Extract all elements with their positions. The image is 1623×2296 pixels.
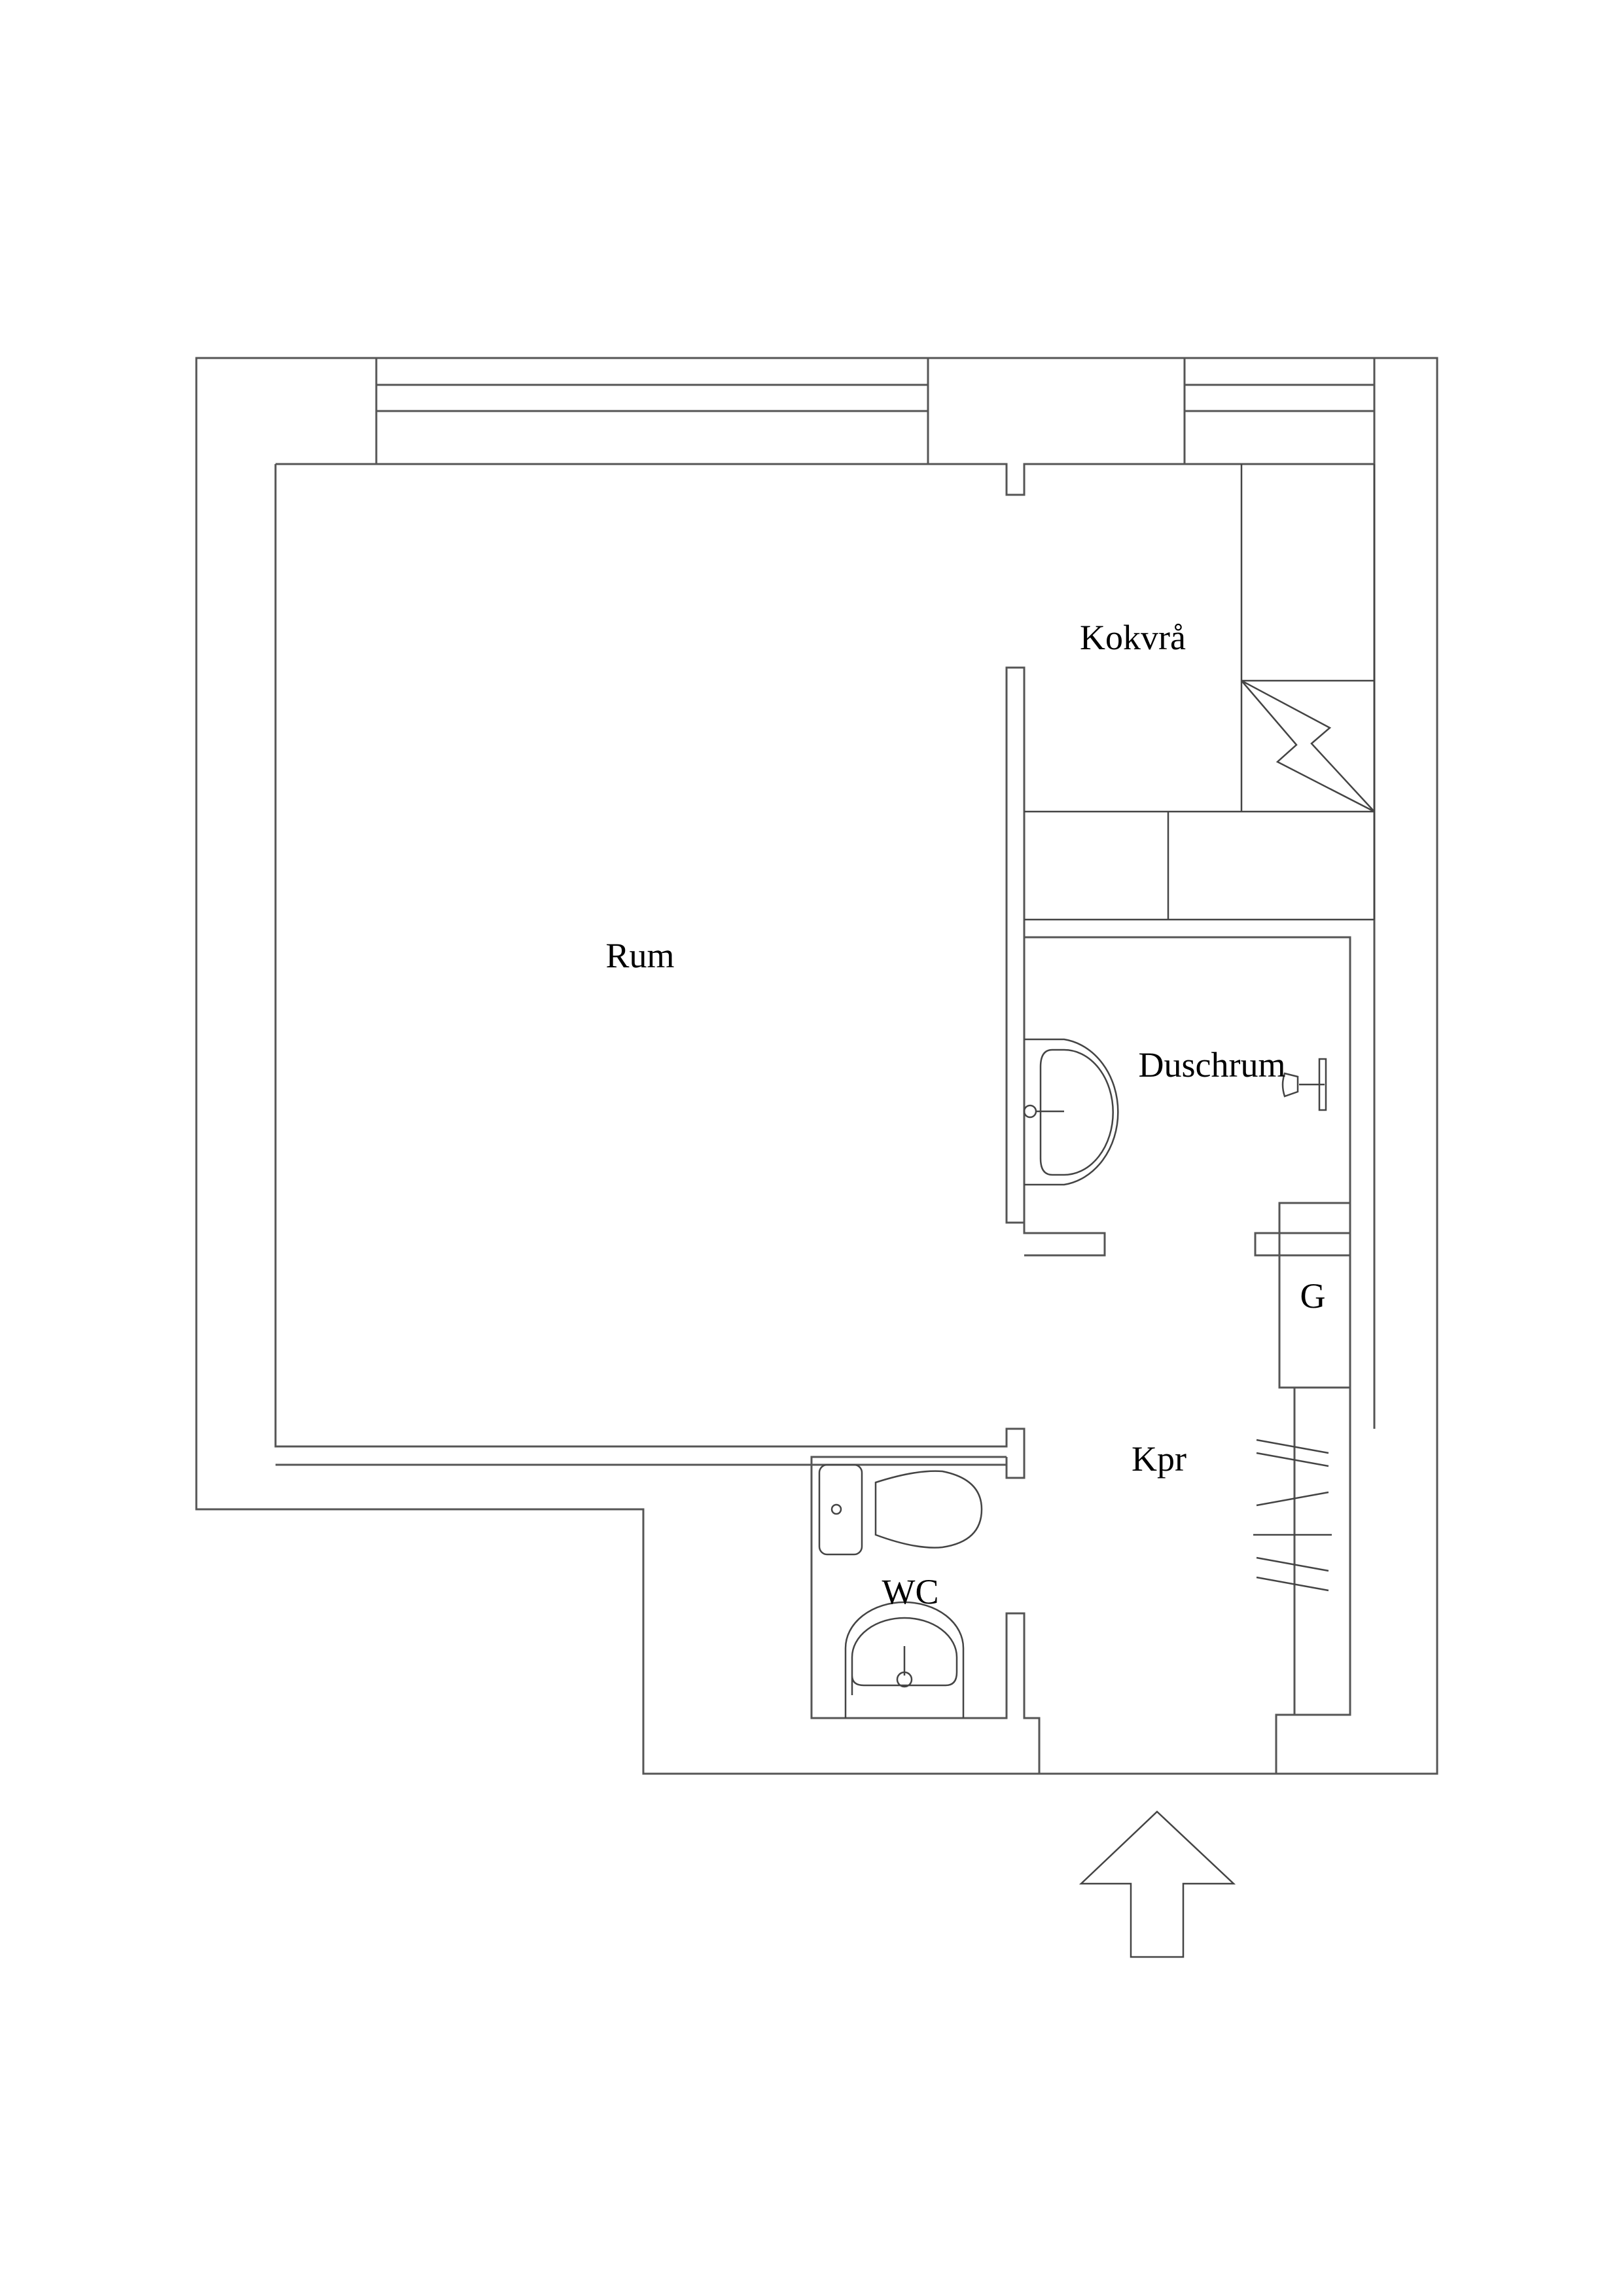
label-rum: Rum (605, 936, 674, 975)
toilet-icon (818, 1463, 983, 1556)
label-duschrum: Duschrum (1139, 1045, 1286, 1085)
wardrobe-hangers-icon (1253, 1386, 1351, 1716)
shower-sink-icon (1023, 1038, 1119, 1186)
entrance-arrow-icon (1079, 1810, 1236, 1958)
label-wc: WC (882, 1572, 939, 1611)
wc-sink-icon (844, 1601, 965, 1718)
window-left (375, 357, 929, 465)
wc-wall (810, 1456, 1041, 1774)
shower-head-icon (1281, 1058, 1327, 1111)
stove-lightning-icon (1241, 679, 1375, 813)
label-g: G (1300, 1276, 1326, 1316)
shower-room-wall (1023, 936, 1351, 1257)
entrance-wall-right (1275, 1713, 1294, 1774)
label-kokvra: Kokvrå (1080, 618, 1186, 657)
kitchen-counter (1024, 464, 1376, 921)
outer-wall (195, 357, 1438, 1775)
label-kpr: Kpr (1132, 1439, 1186, 1479)
window-right (1183, 357, 1376, 465)
rum-inner-wall (274, 463, 1376, 1479)
